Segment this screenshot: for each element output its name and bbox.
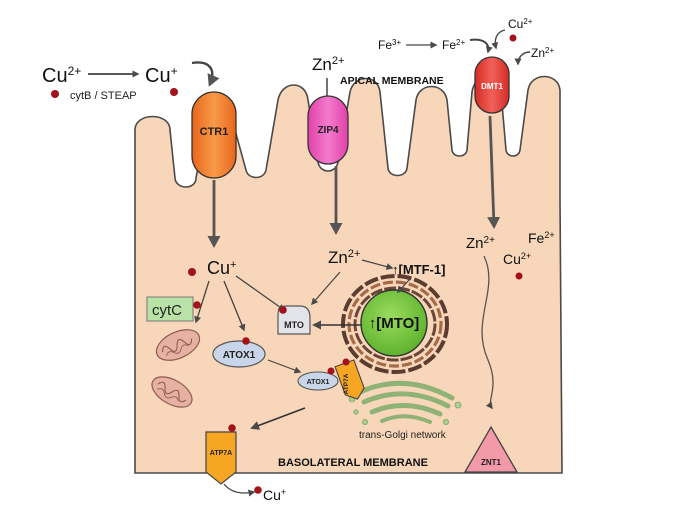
atp7a-basolateral-label: ATP7A xyxy=(210,450,232,457)
zn-to-dmt1-arrow xyxy=(514,51,531,66)
zn2-top-right-label: Zn2+ xyxy=(531,46,554,61)
mitochondrion-icon xyxy=(151,376,193,408)
zn-to-mto-arrow xyxy=(311,271,341,306)
znt1-transporter xyxy=(463,425,519,473)
zn-to-mtf1-arrow xyxy=(361,259,394,270)
copper-dot xyxy=(515,272,523,280)
fe3-label: Fe3+ xyxy=(378,38,401,53)
reductase-label: cytB / STEAP xyxy=(70,90,137,102)
fe2-extracellular-label: Fe2+ xyxy=(442,38,465,53)
cu-to-atox1-arrow xyxy=(223,280,246,332)
copper-dot xyxy=(193,301,201,309)
zip4-label: ZIP4 xyxy=(317,125,339,136)
basolateral-membrane-label: BASOLATERAL MEMBRANE xyxy=(278,457,428,469)
dmt1-label: DMT1 xyxy=(481,82,503,91)
golgi-label: trans-Golgi network xyxy=(359,430,447,441)
zip4-transporter xyxy=(307,95,349,165)
atox1-golgi-label: ATOX1 xyxy=(307,379,330,386)
copper-dot xyxy=(242,337,250,345)
copper-dot xyxy=(509,34,517,42)
cu-to-cytc-arrow xyxy=(194,280,210,324)
golgi-apparatus xyxy=(357,380,455,424)
copper-dot xyxy=(51,90,59,98)
svg-text:ATP7A: ATP7A xyxy=(343,373,350,394)
golgi-vesicles xyxy=(348,395,462,425)
golgi-to-basolateral-arrow xyxy=(250,407,306,430)
dmt1-flux-arrow xyxy=(487,115,501,229)
endoplasmic-reticulum xyxy=(341,274,449,374)
copper-dot xyxy=(342,358,350,366)
atox1-label: ATOX1 xyxy=(223,350,256,361)
cu-plus-efflux-label: Cu+ xyxy=(263,487,286,503)
mtf1-label: ↑[MTF-1] xyxy=(392,262,445,277)
copper-efflux-arrow xyxy=(223,483,256,497)
cu-plus-extracellular-label: Cu+ xyxy=(145,64,178,87)
copper-dot xyxy=(188,268,196,276)
copper-dot xyxy=(228,424,236,432)
dmt1-transporter xyxy=(474,56,510,114)
cu-to-dmt1-arrow xyxy=(491,29,506,50)
cu2-top-right-label: Cu2+ xyxy=(508,17,533,32)
mitochondrion-icon xyxy=(155,329,201,361)
cu-to-mto-arrow xyxy=(235,275,286,311)
cytc-box xyxy=(146,296,194,322)
copper-dot xyxy=(170,88,178,96)
cytc-label: cytC xyxy=(152,302,182,319)
atp7a-basolateral-protein xyxy=(205,431,237,485)
mtf1-to-mto-arrow xyxy=(396,278,411,294)
mto-small-label: MTO xyxy=(284,320,304,330)
copper-dot xyxy=(254,486,262,494)
apical-membrane-label: APICAL MEMBRANE xyxy=(340,75,444,87)
cu-to-ctr1-arrow xyxy=(191,61,220,87)
copper-dot xyxy=(279,306,287,314)
fe-to-dmt1-arrow xyxy=(469,38,493,54)
cu-plus-cytoplasm-label: Cu+ xyxy=(207,258,236,278)
znt1-label: ZNT1 xyxy=(481,458,502,467)
ctr1-transporter xyxy=(191,91,237,179)
mto-nucleus xyxy=(360,289,428,357)
ctr1-label: CTR1 xyxy=(200,126,229,138)
copper-dot xyxy=(327,367,335,375)
cu2-extracellular-label: Cu2+ xyxy=(42,64,81,87)
atox1-to-golgi-arrow xyxy=(267,359,302,374)
zn-to-znt1-arrow xyxy=(481,255,494,410)
atp7a-golgi-protein: ATP7A xyxy=(334,359,365,400)
zn2-extracellular-label: Zn2+ xyxy=(312,55,344,74)
mto-big-label: ↑[MTO] xyxy=(369,315,420,332)
atox1-protein xyxy=(212,340,266,368)
atox1-golgi-protein xyxy=(297,371,339,391)
